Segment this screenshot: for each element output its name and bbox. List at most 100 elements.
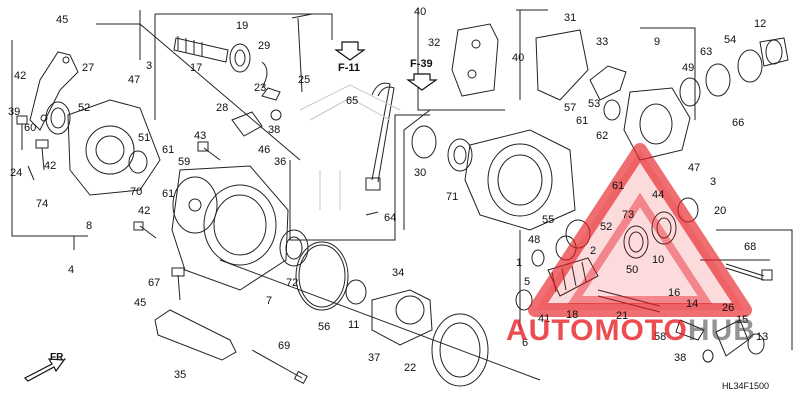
part-12 — [759, 37, 789, 67]
watermark-logo — [528, 143, 752, 317]
callout: 6 — [522, 337, 529, 349]
reference-f11[interactable]: F-11 — [338, 62, 361, 74]
callout: 56 — [318, 321, 331, 333]
bearing-72 — [279, 229, 309, 267]
group-box-right — [716, 229, 793, 350]
callout: 5 — [524, 276, 531, 288]
callout: 28 — [216, 102, 229, 114]
callout: 24 — [10, 167, 23, 179]
callout: 64 — [384, 212, 397, 224]
ring-63 — [705, 63, 731, 97]
callout: 40 — [512, 52, 525, 64]
housing-32 — [451, 23, 499, 97]
callout: 3 — [710, 176, 717, 188]
watermark-part-2: HUB — [687, 314, 756, 347]
callout: 42 — [44, 160, 57, 172]
bearing-10 — [623, 225, 649, 259]
callout: 52 — [600, 221, 613, 233]
callout: 23 — [254, 82, 267, 94]
callout: 51 — [138, 132, 151, 144]
callout: 52 — [78, 102, 91, 114]
bolt-68 — [725, 263, 765, 281]
cover-8 — [67, 99, 161, 196]
callout: 27 — [82, 62, 95, 74]
bracket-35 — [154, 309, 237, 361]
seal-49 — [679, 77, 701, 107]
callout: 15 — [736, 314, 749, 326]
callout: 61 — [162, 188, 175, 200]
callout: 30 — [414, 167, 427, 179]
group-box-mid — [289, 114, 430, 241]
group-bracket-left — [11, 40, 88, 237]
callout: 41 — [538, 313, 551, 325]
callout: 46 — [258, 144, 271, 156]
ring-11 — [345, 279, 367, 305]
callout: 3 — [146, 60, 153, 72]
callout: 70 — [130, 186, 143, 198]
reference-down-arrow-icon-2 — [406, 73, 438, 91]
callout: 43 — [194, 130, 207, 142]
seal-30 — [411, 125, 437, 159]
callout: 72 — [286, 277, 299, 289]
callout: 11 — [348, 319, 360, 331]
reference-f39[interactable]: F-39 — [410, 58, 433, 70]
o-ring-56 — [295, 241, 349, 311]
callout: 60 — [24, 122, 37, 134]
differential-34 — [371, 289, 433, 346]
callout: 42 — [14, 70, 27, 82]
callout: 33 — [596, 36, 609, 48]
bearing-73 — [651, 211, 677, 245]
callout: 31 — [564, 12, 577, 24]
callout: 1 — [516, 257, 523, 269]
honda-watermark — [299, 84, 401, 210]
callout: 37 — [368, 352, 381, 364]
callout: 68 — [744, 241, 757, 253]
case-7 — [171, 165, 289, 291]
drawing-code: HL34F1500 — [722, 381, 770, 391]
watermark-part-1: AUTOMOTO — [506, 314, 688, 347]
callout: 36 — [274, 156, 287, 168]
callout: 71 — [446, 191, 459, 203]
callout: 34 — [392, 267, 405, 279]
callout: 53 — [588, 98, 601, 110]
callout: 45 — [56, 14, 69, 26]
gear-19 — [229, 43, 251, 73]
callout: 17 — [190, 62, 203, 74]
callout: 61 — [162, 144, 175, 156]
callout: 29 — [258, 40, 271, 52]
group-box-top — [155, 13, 333, 40]
callout: 14 — [686, 298, 699, 310]
front-label: FR. — [50, 352, 67, 363]
callout: 47 — [688, 162, 701, 174]
callout: 26 — [722, 302, 735, 314]
callout: 55 — [542, 214, 555, 226]
callout: 61 — [612, 180, 625, 192]
callout: 44 — [652, 189, 665, 201]
fork-26 — [715, 319, 749, 357]
callout: 21 — [616, 310, 629, 322]
callout: 19 — [236, 20, 249, 32]
seal-5 — [515, 289, 533, 311]
callout: 57 — [564, 102, 577, 114]
callout: 54 — [724, 34, 737, 46]
callout: 73 — [622, 209, 635, 221]
callout: 59 — [178, 156, 191, 168]
bracket-27 — [29, 51, 79, 131]
callout: 42 — [138, 205, 151, 217]
reference-down-arrow-icon — [334, 41, 366, 61]
callout: 38 — [674, 352, 687, 364]
callout: 50 — [626, 264, 639, 276]
bracket-33 — [589, 65, 627, 101]
callout: 2 — [590, 245, 597, 257]
part-13 — [747, 333, 765, 355]
callout: 61 — [576, 115, 589, 127]
tube-65 — [371, 82, 391, 181]
callout: 49 — [682, 62, 695, 74]
ring-gear-22 — [431, 313, 489, 387]
callout: 10 — [652, 254, 665, 266]
callout: 38 — [268, 124, 281, 136]
callout: 40 — [414, 6, 427, 18]
callout: 18 — [566, 309, 579, 321]
callout: 45 — [134, 297, 147, 309]
